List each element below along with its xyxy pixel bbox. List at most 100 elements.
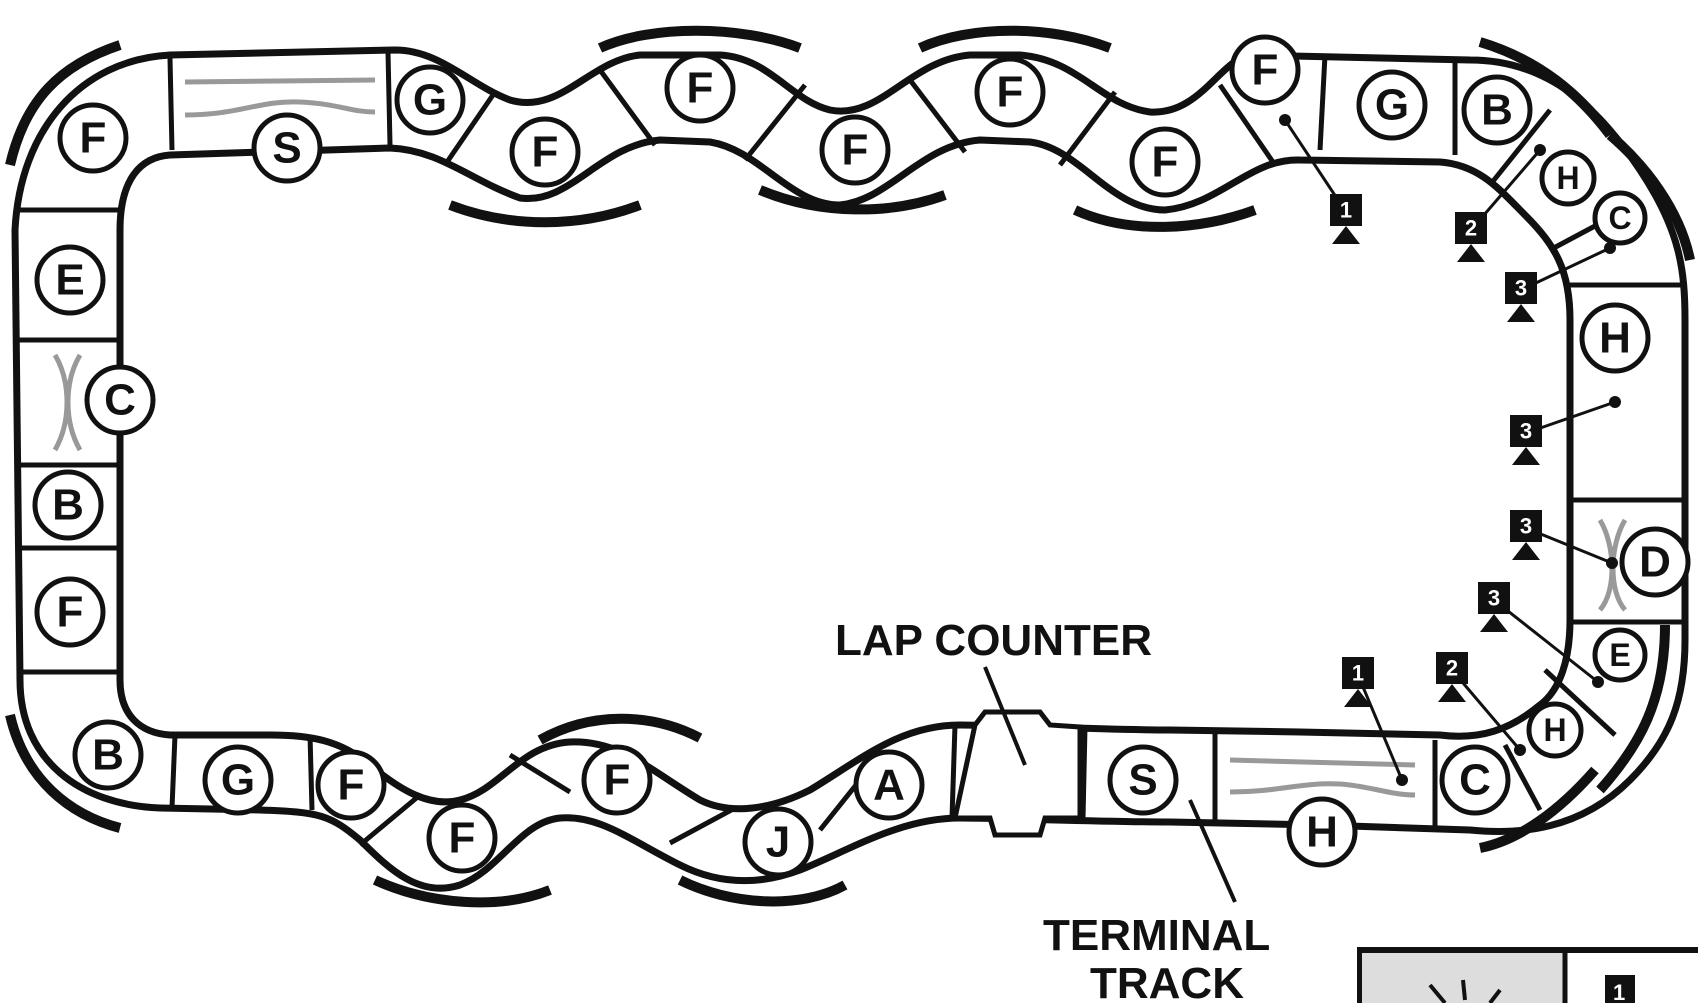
svg-text:F: F — [687, 64, 714, 113]
piece-divider — [358, 793, 422, 847]
guard-rail — [597, 25, 802, 53]
legend-item-badge — [1605, 975, 1635, 1003]
lane-insert-bottom — [1229, 757, 1416, 798]
piece-divider — [668, 805, 737, 846]
piece-divider — [1080, 726, 1088, 819]
support-stand-3: 3 — [1510, 510, 1618, 569]
support-stand-3: 3 — [1505, 242, 1616, 322]
guard-rail — [448, 200, 642, 228]
svg-text:C: C — [1459, 756, 1491, 805]
piece-label-f: F — [509, 116, 581, 188]
piece-divider — [1217, 83, 1278, 167]
guard-rail — [1072, 205, 1257, 232]
guard-rail — [1606, 131, 1695, 262]
piece-divider — [1502, 743, 1543, 812]
guard-rail — [1478, 766, 1599, 853]
svg-text:F: F — [1152, 138, 1179, 187]
piece-divider — [167, 57, 175, 151]
legend-item-number: 1 — [1613, 980, 1625, 1003]
svg-text:F: F — [604, 756, 631, 805]
piece-label-f: F — [57, 102, 129, 174]
svg-text:2: 2 — [1446, 656, 1458, 681]
support-stand-1: 1 — [1279, 114, 1362, 244]
piece-label-f: F — [34, 576, 106, 648]
svg-text:1: 1 — [1340, 198, 1352, 223]
piece-divider — [597, 68, 658, 147]
svg-text:C: C — [1608, 200, 1631, 236]
support-stand-1: 1 — [1342, 657, 1408, 786]
svg-text:H: H — [1543, 712, 1566, 748]
lap-counter-housing — [951, 709, 1083, 838]
guard-rail — [917, 25, 1112, 53]
svg-text:F: F — [532, 128, 559, 177]
piece-divider — [743, 83, 807, 162]
svg-text:F: F — [997, 68, 1024, 117]
svg-text:G: G — [413, 76, 447, 125]
svg-text:B: B — [92, 731, 124, 780]
svg-text:G: G — [221, 756, 255, 805]
piece-label-f: F — [581, 744, 653, 816]
svg-text:E: E — [1609, 637, 1630, 673]
svg-text:F: F — [1252, 46, 1279, 95]
piece-divider — [1058, 90, 1117, 167]
crossover-insert-left — [52, 353, 83, 452]
piece-divider — [908, 78, 967, 154]
svg-text:2: 2 — [1465, 216, 1477, 241]
piece-label-f: F — [1229, 34, 1301, 106]
piece-label-g: G — [1356, 69, 1428, 141]
lap-counter-leader — [983, 666, 1027, 766]
terminal-track-label-line1: TERMINAL — [1043, 911, 1270, 960]
piece-label-c: C — [1592, 190, 1648, 246]
piece-label-c: C — [84, 364, 156, 436]
guard-rail — [1478, 37, 1614, 139]
piece-label-g: G — [202, 744, 274, 816]
piece-divider — [1543, 668, 1617, 737]
svg-text:F: F — [842, 126, 869, 175]
svg-text:S: S — [1128, 756, 1157, 805]
svg-text:J: J — [766, 818, 790, 867]
svg-text:B: B — [52, 481, 84, 530]
svg-text:F: F — [80, 114, 107, 163]
piece-label-h: H — [1579, 302, 1651, 374]
svg-text:H: H — [1599, 314, 1631, 363]
piece-label-h: H — [1539, 149, 1597, 207]
support-stand-2: 2 — [1455, 144, 1546, 262]
piece-divider — [169, 734, 178, 809]
piece-divider — [508, 752, 572, 795]
svg-text:S: S — [272, 124, 301, 173]
piece-label-j: J — [742, 806, 814, 878]
piece-label-h: H — [1526, 701, 1584, 759]
svg-text:D: D — [1639, 538, 1671, 587]
piece-label-f: F — [974, 56, 1046, 128]
piece-divider — [949, 724, 958, 819]
legend-box: 1 — [1357, 947, 1698, 1003]
piece-label-s: S — [251, 112, 323, 184]
piece-label-b: B — [1461, 74, 1533, 146]
svg-text:C: C — [104, 376, 136, 425]
svg-text:F: F — [449, 814, 476, 863]
piece-divider — [1488, 108, 1552, 187]
support-stand-3: 3 — [1478, 582, 1604, 688]
guard-rail — [677, 875, 848, 907]
piece-label-e: E — [34, 244, 106, 316]
piece-label-g: G — [394, 64, 466, 136]
support-stand-2: 2 — [1436, 652, 1526, 756]
piece-divider — [1317, 54, 1328, 151]
guard-rail — [537, 713, 703, 745]
piece-label-e: E — [1592, 627, 1648, 683]
svg-text:B: B — [1481, 86, 1513, 135]
piece-label-f: F — [426, 802, 498, 874]
piece-divider — [385, 51, 393, 146]
svg-text:F: F — [338, 761, 365, 810]
piece-divider — [307, 734, 315, 811]
support-stand-3: 3 — [1510, 396, 1621, 465]
piece-divider — [442, 90, 498, 167]
svg-text:A: A — [873, 761, 905, 810]
guard-rail — [1596, 624, 1670, 794]
guard-rail — [372, 875, 552, 908]
piece-label-f: F — [664, 52, 736, 124]
piece-label-d: D — [1619, 526, 1691, 598]
piece-label-a: A — [853, 749, 925, 821]
guard-rail — [5, 713, 122, 833]
